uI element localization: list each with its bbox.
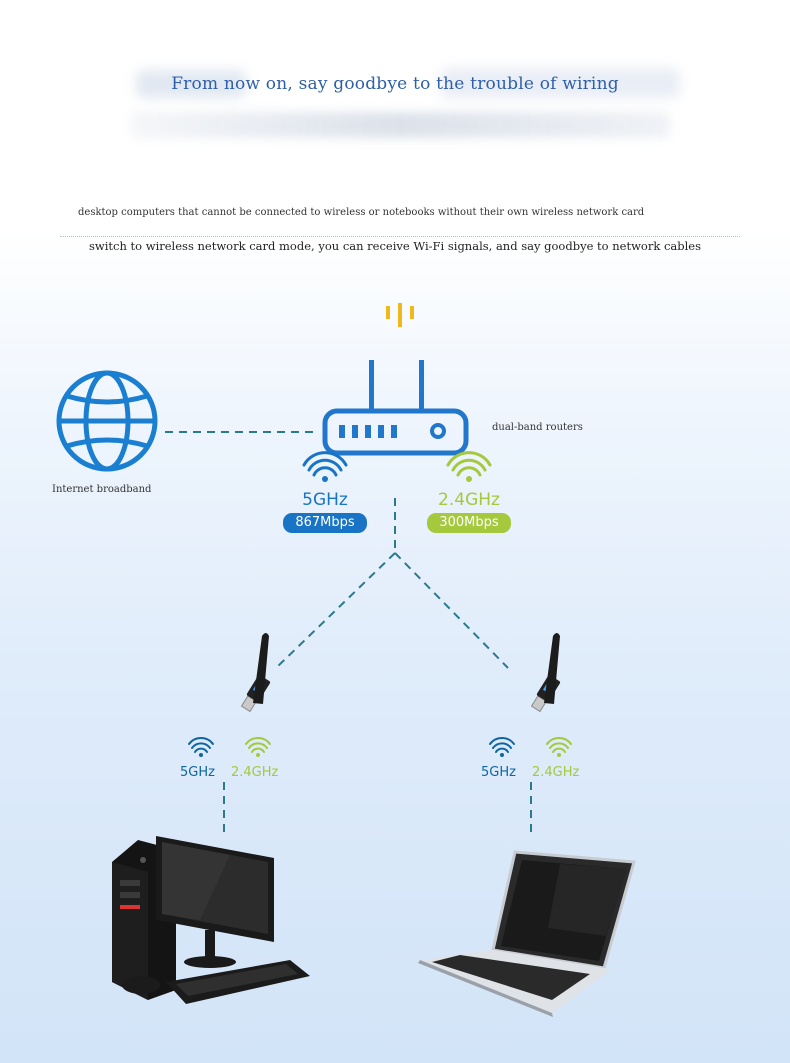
wifi-icon-small-5ghz-left [188,737,214,757]
adapter-right-5ghz-label: 5GHz [481,765,516,780]
headline-blur-right [440,68,680,98]
adapter-right-24ghz-label: 2.4GHz [532,765,580,780]
headline-blur-left [136,70,246,98]
dual-band-router-label: dual-band routers [492,422,583,433]
globe-icon [56,370,158,472]
adapter-left-5ghz-label: 5GHz [180,765,215,780]
band-5ghz-speed-badge: 867Mbps [283,513,367,533]
headline-subtitle-blur [130,112,670,138]
signal-icon [386,303,414,327]
wifi-icon-small-24ghz-left [245,737,271,757]
connection-lines-clients [223,498,532,838]
description-faint-line [60,236,740,240]
band-24ghz-label: 2.4GHz [438,490,500,510]
internet-broadband-label: Internet broadband [52,484,152,495]
description-line-1: desktop computers that cannot be connect… [78,207,645,218]
wifi-icon-5ghz [302,451,348,482]
band-24ghz-speed-badge: 300Mbps [427,513,511,533]
antenna-right [544,633,560,704]
adapter-left-24ghz-label: 2.4GHz [231,765,279,780]
router-icon [322,360,469,456]
wifi-icon-small-5ghz-right [489,737,515,757]
wifi-icon-24ghz [446,451,492,482]
antenna-left [253,633,269,704]
wifi-icon-small-24ghz-right [546,737,572,757]
description-line-2: switch to wireless network card mode, yo… [88,239,701,253]
headline: From now on, say goodbye to the trouble … [171,74,619,94]
band-5ghz-label: 5GHz [302,490,348,510]
desktop-pc-icon [112,836,310,1004]
laptop-icon [418,850,636,1017]
